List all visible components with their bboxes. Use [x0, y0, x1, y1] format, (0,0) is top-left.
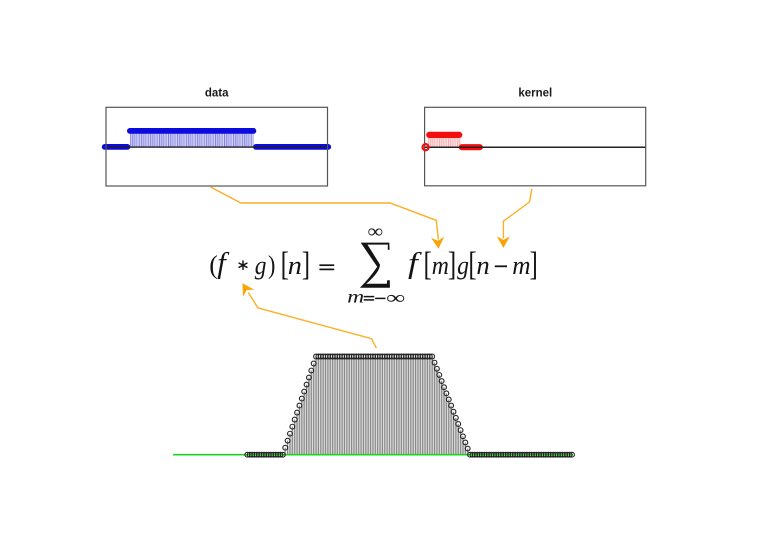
svg-text:): ): [268, 252, 275, 280]
svg-text:[: [: [468, 247, 476, 283]
svg-text:[: [: [281, 247, 289, 283]
svg-text:n: n: [476, 251, 489, 280]
svg-text:n: n: [288, 251, 302, 280]
svg-text:]: ]: [448, 247, 456, 283]
svg-text:kernel: kernel: [518, 88, 552, 100]
svg-text:]: ]: [530, 247, 538, 283]
svg-text:data: data: [205, 88, 229, 100]
svg-text:∞: ∞: [386, 288, 405, 308]
svg-text:[: [: [424, 247, 432, 283]
svg-text:∞: ∞: [368, 222, 384, 242]
svg-text:g: g: [457, 252, 469, 280]
svg-text:g: g: [255, 252, 267, 280]
svg-text:m: m: [432, 252, 449, 280]
svg-text:m: m: [347, 286, 364, 307]
svg-text:(: (: [209, 250, 218, 279]
svg-text:m: m: [512, 251, 530, 280]
svg-text:]: ]: [302, 247, 310, 283]
